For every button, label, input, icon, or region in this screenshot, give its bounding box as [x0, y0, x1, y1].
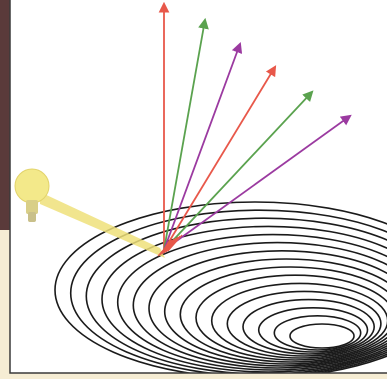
incidence-hatch-stroke [163, 236, 179, 254]
surface-ring [116, 233, 387, 371]
reflected-rays [157, 1, 352, 257]
surface-ring [101, 225, 387, 373]
reflected-ray-red-2 [163, 65, 277, 251]
incidence-hatch-stroke [159, 238, 175, 256]
surface-ring [210, 282, 387, 359]
incidence-hatch-stroke [157, 239, 173, 257]
incident-light-beam [40, 192, 165, 258]
light-bulb-icon [14, 168, 50, 222]
surface-ring [195, 274, 387, 361]
surface-ring [289, 323, 355, 349]
surface-ring [132, 241, 387, 369]
white-diagram-panel [10, 0, 387, 373]
reflected-ray-purple-2 [163, 114, 352, 251]
reflected-ray-green-2 [163, 90, 314, 251]
reflective-surface-rings [54, 201, 387, 373]
incidence-hatch-stroke [161, 237, 177, 255]
surface-ring [85, 217, 387, 373]
reflected-ray-green-1 [163, 17, 209, 251]
surface-ring [163, 258, 387, 365]
surface-ring [54, 201, 387, 373]
surface-ring [179, 266, 387, 363]
surface-ring [242, 298, 375, 355]
reflected-ray-purple-1 [163, 41, 243, 251]
incidence-hatch-stroke [167, 234, 183, 252]
surface-ring [148, 250, 387, 367]
diagram-frame [9, 0, 387, 374]
surface-ring [257, 306, 369, 353]
incidence-hatch-stroke [165, 235, 181, 253]
surface-ring [226, 290, 382, 357]
surface-ring [69, 209, 387, 373]
surface-ring [273, 314, 362, 351]
